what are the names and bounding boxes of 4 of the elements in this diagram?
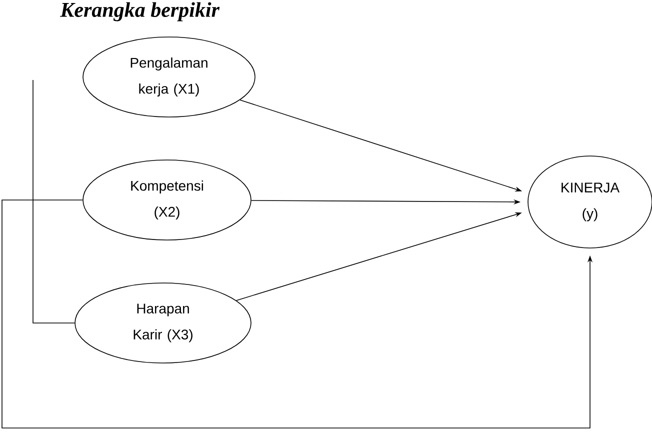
ellipse-node: Harapan Karir (X3) bbox=[74, 282, 252, 364]
title: Kerangka berpikir bbox=[60, 2, 220, 22]
ellipse-node: Pengalaman kerja (X1) bbox=[82, 36, 256, 118]
ellipse-node: Kompetensi (X2) bbox=[82, 160, 252, 240]
